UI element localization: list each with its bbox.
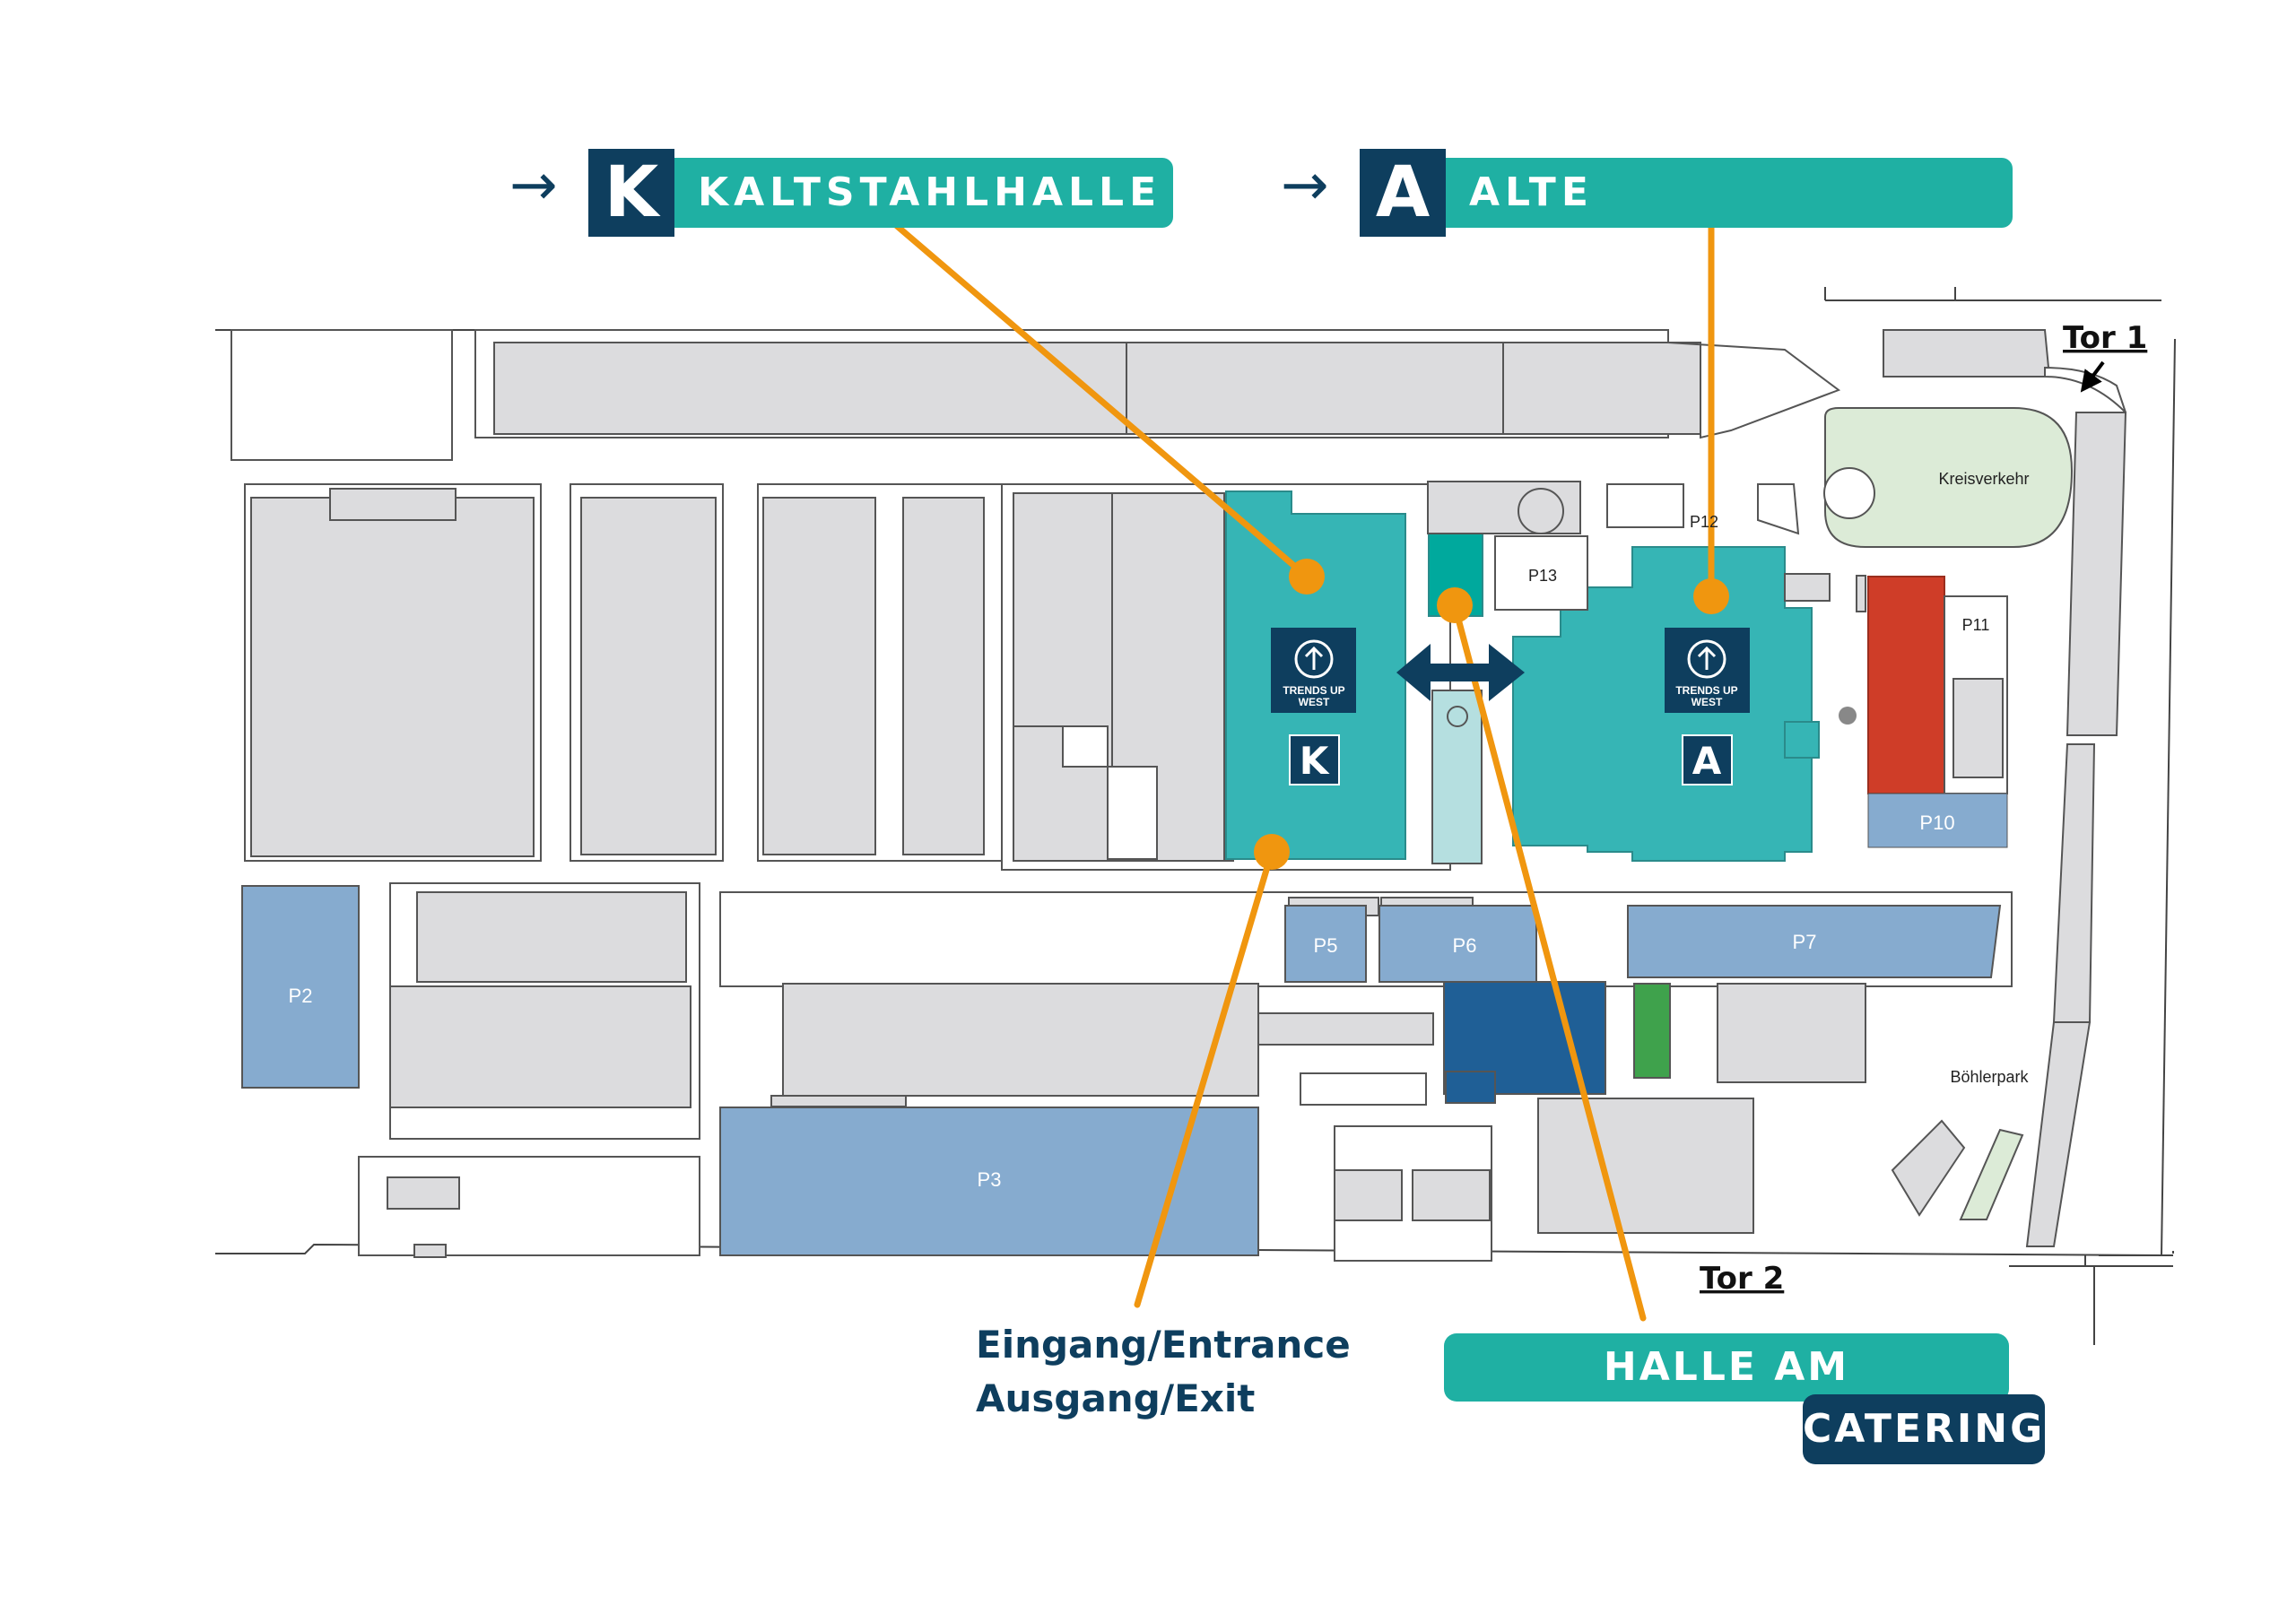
parking-p10: P10 [1919, 812, 1954, 834]
hall-k-title: KALTSTAHLHALLE [674, 158, 1173, 228]
hall-a-title: ALTE SCHMIEDEHALLE [1446, 158, 2013, 285]
parking-p11: P11 [1962, 616, 1990, 634]
kreisverkehr [1823, 407, 2074, 548]
hall-a-badge: A [1360, 149, 1446, 237]
logo-k: TRENDS UP WEST [1271, 628, 1356, 713]
hall-wasserturm [1428, 530, 1483, 864]
parking-labels: P2 P3 P5 P6 P7 P10 [289, 812, 1955, 1191]
hall-a [1512, 546, 1820, 862]
entrance-line2: Ausgang/Exit [976, 1376, 1256, 1420]
logo-a-line2: WEST [1692, 696, 1723, 708]
parking-p6: P6 [1453, 934, 1477, 957]
catering-label: CATERING [1803, 1394, 2045, 1464]
gate-tor2: Tor 2 [1700, 1261, 1784, 1297]
hall-k-letter-text: K [1300, 739, 1330, 783]
parking-p3: P3 [978, 1168, 1002, 1191]
parking-labels-dark: P11 P12 P13 [1528, 513, 1989, 634]
lower-buildings [241, 882, 2024, 1262]
entrance-line1: Eingang/Entrance [976, 1323, 1351, 1367]
hall-k-badge: K [588, 149, 674, 237]
parking-p13: P13 [1528, 567, 1557, 585]
header-kaltstahlhalle: → K KALTSTAHLHALLE [502, 149, 1184, 237]
wasserturm-label: HALLE AM WASSERTURM [1444, 1333, 2009, 1458]
middle-buildings [1427, 481, 1866, 612]
header-alte-schmiedehalle: → A ALTE SCHMIEDEHALLE [1274, 149, 2027, 285]
tor1-arrow-icon [2080, 360, 2105, 393]
entrance-label: Eingang/Entrance Ausgang/Exit [976, 1318, 1351, 1426]
connection-arrow [1396, 644, 1525, 701]
parking-p2: P2 [289, 985, 313, 1007]
logo-a: TRENDS UP WEST [1665, 628, 1750, 713]
parking-row [719, 891, 2013, 987]
arrow-right-icon: → [1281, 152, 1329, 219]
label-boehlerpark: Böhlerpark [1950, 1068, 2029, 1086]
label-kreisverkehr: Kreisverkehr [1938, 470, 2029, 488]
orange-dots [1254, 559, 1729, 870]
arrow-right-icon: → [509, 152, 558, 219]
logo-k-line2: WEST [1299, 696, 1330, 708]
orange-lines [893, 222, 1715, 1322]
right-strip [2025, 412, 2127, 1247]
logo-a-line1: TRENDS UP [1675, 684, 1737, 697]
top-row-buildings [230, 329, 2126, 461]
parking-p12: P12 [1690, 513, 1718, 531]
hall-a-letter: A [1682, 734, 1733, 785]
hall-k-letter: K [1289, 734, 1340, 785]
red-building [1839, 576, 2008, 848]
parking-p5: P5 [1314, 934, 1338, 957]
hall-a-letter-text: A [1692, 739, 1722, 783]
parking-p7: P7 [1793, 931, 1817, 953]
logo-k-line1: TRENDS UP [1283, 684, 1344, 697]
gate-tor1: Tor 1 [2063, 320, 2147, 356]
